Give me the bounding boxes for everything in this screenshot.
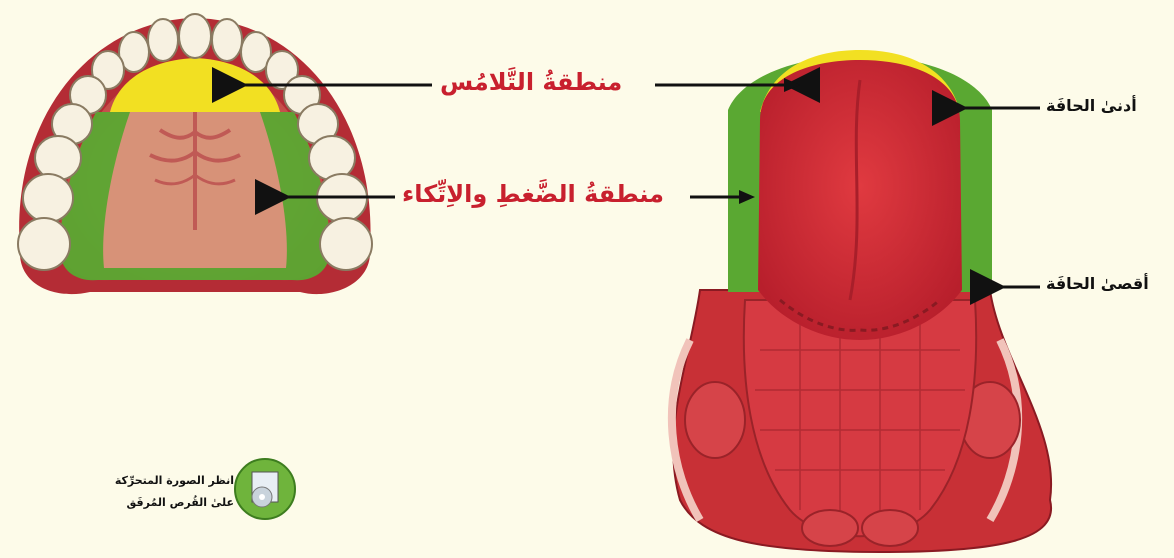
cd-note: انظر الصورة المتحرِّكة علىٰ القُرص المُر… xyxy=(112,470,234,514)
cd-note-line2: علىٰ القُرص المُرفَق xyxy=(112,492,234,514)
upper-jaw-illustration xyxy=(18,14,372,294)
farthest-edge-label: أقصىٰ الحافَة xyxy=(1046,274,1149,293)
tongue-body xyxy=(758,60,962,340)
left-tonsil xyxy=(685,382,745,458)
contact-zone-label: منطقةُ التَّلامُس xyxy=(440,68,622,96)
cd-note-line1: انظر الصورة المتحرِّكة xyxy=(112,470,234,492)
pressure-zone-label: منطقةُ الضَّغطِ والاِتِّكاء xyxy=(402,180,664,208)
tongue-illustration xyxy=(672,50,1051,552)
nearest-edge-label: أدنىٰ الحافَة xyxy=(1046,96,1137,115)
cd-disc-icon xyxy=(235,459,295,519)
